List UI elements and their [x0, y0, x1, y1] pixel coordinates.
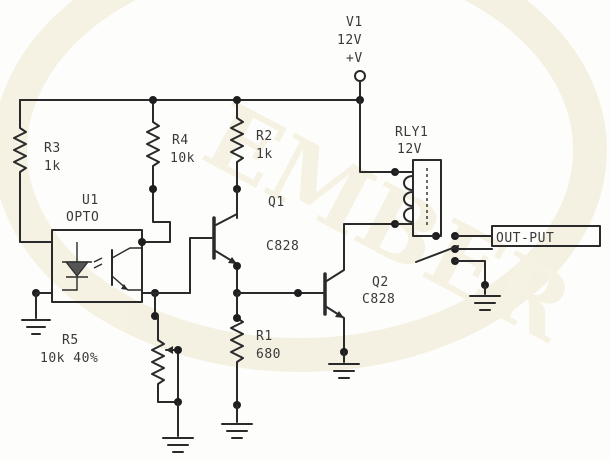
r2-name: R2 [256, 129, 273, 144]
junction-dot [233, 314, 241, 322]
r2-resistor [230, 99, 244, 219]
r4-resistor [141, 99, 171, 243]
r2-value: 1k [256, 147, 273, 162]
r4-name: R4 [172, 133, 189, 148]
u1-type: OPTO [66, 210, 99, 225]
q1-name: Q1 [268, 195, 285, 210]
junction-dot [149, 96, 157, 104]
relay-rating: 12V [397, 142, 422, 157]
q2-transistor [323, 223, 396, 353]
wiper-arrow [166, 346, 173, 354]
output-label: OUT-PUT [496, 231, 554, 246]
r1-value: 680 [256, 347, 281, 362]
junction-dot [174, 346, 182, 354]
opto-ground-wire [35, 292, 53, 319]
ground-symbol [221, 423, 253, 439]
r3-value: 1k [44, 159, 61, 174]
supply-terminal [354, 70, 366, 82]
junction-dot [233, 96, 241, 104]
q2-part: C828 [362, 292, 395, 307]
r3-resistor [13, 99, 53, 243]
junction-dot [233, 262, 241, 270]
rly1-relay [394, 159, 442, 237]
watermark-text: EMBER [188, 81, 589, 363]
supply-polarity: +V [346, 51, 363, 66]
q2-name: Q2 [372, 275, 389, 290]
q1-part: C828 [266, 239, 299, 254]
r3-name: R3 [44, 141, 61, 156]
output-connector [491, 225, 601, 247]
junction-dot [294, 289, 302, 297]
relay-contacts [415, 232, 493, 286]
q1-transistor [212, 188, 238, 294]
junction-dot [138, 238, 146, 246]
u1-name: U1 [82, 193, 99, 208]
relay-supply-wire [359, 99, 396, 173]
u1-optocoupler [51, 229, 143, 303]
r1-resistor [230, 292, 244, 406]
q1-base-wire [189, 237, 213, 294]
relay-name: RLY1 [395, 125, 428, 140]
supply-name: V1 [346, 15, 363, 30]
ground-symbol [162, 437, 194, 453]
r5-name: R5 [62, 333, 79, 348]
r1-name: R1 [256, 329, 273, 344]
junction-dot [149, 185, 157, 193]
r5-value: 10k 40% [40, 351, 98, 366]
watermark: EMBER [0, 0, 607, 372]
supply-voltage: 12V [337, 33, 362, 48]
ground-symbol [469, 295, 501, 311]
ground-symbol [328, 363, 360, 379]
ground-symbol [21, 319, 51, 335]
r4-value: 10k [170, 151, 195, 166]
